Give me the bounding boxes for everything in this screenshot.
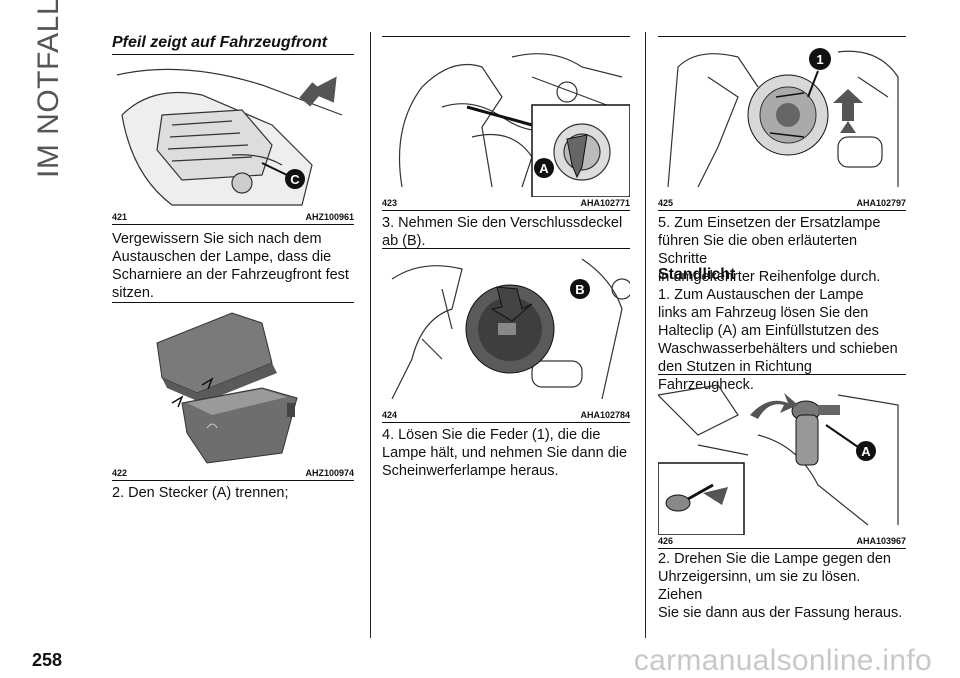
callout-a: A [861,444,871,459]
callout-b: B [575,282,584,297]
text-line: Lampe hält, und nehmen Sie dann die [382,445,628,461]
figure-424-caption: 424 AHA102784 [382,408,630,423]
watermark: carmanualsonline.info [633,644,932,677]
figure-422 [112,302,354,467]
text-line: 2. Drehen Sie die Lampe gegen den [658,551,891,567]
paragraph-424: 4. Lösen Sie die Feder (1), die die Lamp… [382,426,630,480]
figure-number: 422 [112,468,128,478]
paragraph-standlicht: 1. Zum Austauschen der Lampe links am Fa… [658,286,906,394]
figure-code: AHZ100961 [305,212,354,222]
chapter-side-title: IM NOTFALL [32,0,92,178]
callout-c: C [290,172,300,187]
figure-number: 424 [382,410,398,420]
text-line: den Stutzen in Richtung Fahrzeugheck. [658,359,812,393]
figure-425-caption: 425 AHA102797 [658,196,906,211]
paragraph-421: Vergewissern Sie sich nach dem Austausch… [112,230,354,302]
figure-424: B [382,248,630,409]
text-line: Uhrzeigersinn, um sie zu lösen. Ziehen [658,569,861,603]
figure-code: AHA102797 [856,198,906,208]
figure-number: 423 [382,198,398,208]
figure-422-caption: 422 AHZ100974 [112,466,354,481]
figure-425: 1 [658,36,906,197]
subheading-standlicht: Standlicht [658,266,736,283]
column-divider-1 [370,32,371,638]
text-line: führen Sie die oben erläuterten Schritte [658,233,858,267]
text-line: 3. Nehmen Sie den Verschlussdeckel [382,215,623,231]
text-line: Sie sie dann aus der Fassung heraus. [658,605,903,621]
text-line: 4. Lösen Sie die Feder (1), die die [382,427,601,443]
figure-423-illustration: A [398,53,630,197]
text-line: Scheinwerferlampe heraus. [382,463,559,479]
figure-number: 421 [112,212,128,222]
figure-code: AHA102784 [580,410,630,420]
paragraph-423: 3. Nehmen Sie den Verschlussdeckel ab (B… [382,214,630,250]
figure-426: A [658,374,906,535]
text-line: Waschwasserbehälters und schieben [658,341,898,357]
text-line: Scharniere an der Fahrzeugfront fest [112,267,349,283]
figure-421-caption: 421 AHZ100961 [112,210,354,225]
figure-424-illustration: B [391,258,630,400]
chapter-side-title-text: IM NOTFALL [32,0,65,178]
text-line: Austauschen der Lampe, dass die [112,249,332,265]
figure-425-illustration: 1 [667,48,899,188]
figure-422-illustration [156,312,298,464]
text-line: Vergewissern Sie sich nach dem [112,231,322,247]
figure-code: AHZ100974 [305,468,354,478]
figure-421: C [112,54,354,211]
figure-423-caption: 423 AHA102771 [382,196,630,211]
figure-code: AHA102771 [580,198,630,208]
column-divider-2 [645,32,646,638]
text-line: sitzen. [112,285,154,301]
figure-number: 425 [658,198,674,208]
section-title: Pfeil zeigt auf Fahrzeugfront [112,34,328,51]
callout-a: A [539,161,549,176]
text-line: 1. Zum Austauschen der Lampe [658,287,864,303]
figure-423: A [382,36,630,197]
text-line: Halteclip (A) am Einfüllstutzen des [658,323,879,339]
callout-1: 1 [816,52,823,67]
paragraph-426: 2. Drehen Sie die Lampe gegen den Uhrzei… [658,550,906,622]
figure-421-illustration: C [116,68,343,206]
page-number: 258 [32,650,63,670]
figure-426-caption: 426 AHA103967 [658,534,906,549]
paragraph-422: 2. Den Stecker (A) trennen; [112,485,289,501]
text-line: 5. Zum Einsetzen der Ersatzlampe [658,215,881,231]
text-line: ab (B). [382,233,426,249]
text-line: links am Fahrzeug lösen Sie den [658,305,869,321]
figure-426-illustration: A [658,384,899,535]
figure-number: 426 [658,536,674,546]
text-line: in umgekehrter Reihenfolge durch. [658,269,881,285]
paragraph-425: 5. Zum Einsetzen der Ersatzlampe führen … [658,214,906,286]
figure-code: AHA103967 [856,536,906,546]
